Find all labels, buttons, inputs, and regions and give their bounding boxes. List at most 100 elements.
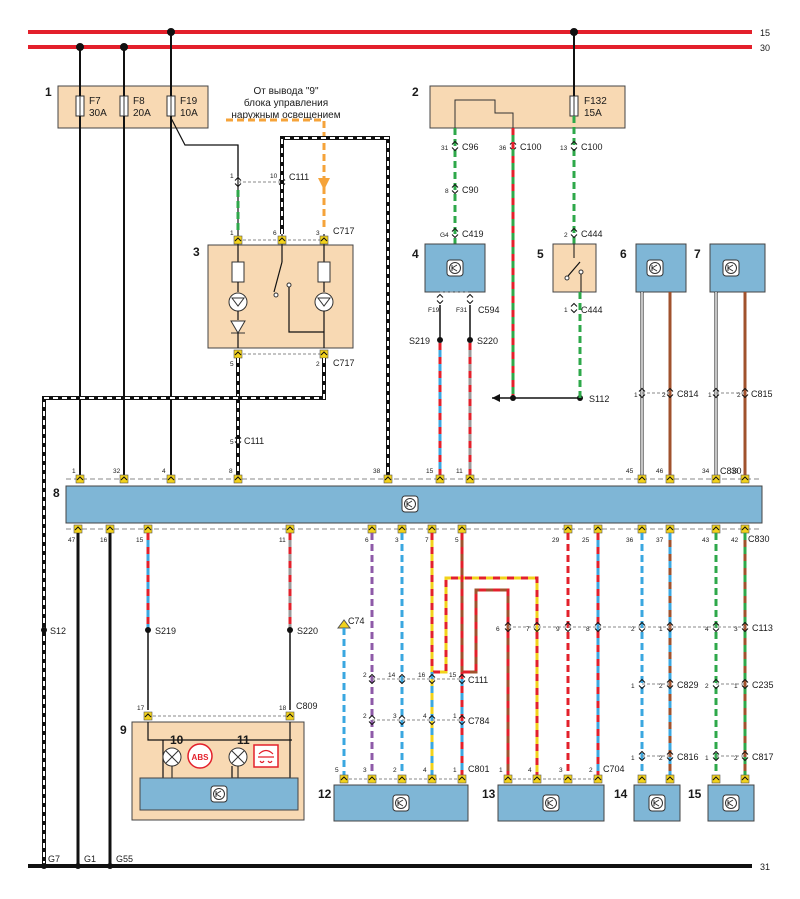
pin-label: 3 xyxy=(734,626,738,633)
relay-contact-icon xyxy=(454,99,514,128)
transistor-icon xyxy=(648,794,666,812)
connector-c111-top-label: C111 xyxy=(289,172,309,182)
pin-label: 10 xyxy=(270,173,278,180)
connector-c717: 1 6 3 C717 5 2 C717 xyxy=(230,226,355,368)
connector-c829-label: C829 xyxy=(677,680,699,690)
pin-label: 2 xyxy=(662,392,666,399)
pin-label: 2 xyxy=(316,361,320,368)
fuse-block-2-body xyxy=(429,85,626,129)
connector-c111-bottom-label: C111 xyxy=(468,675,488,685)
sensor-14: 14 xyxy=(614,774,681,822)
pin-label: 6 xyxy=(273,230,277,237)
fuse-f7-rating: 30A xyxy=(89,108,107,119)
fuse-f8-rating: 20A xyxy=(133,108,151,119)
connector-c717-top-label: C717 xyxy=(333,226,355,236)
pin-label: 14 xyxy=(388,672,396,679)
connector-c801-label: C801 xyxy=(468,764,490,774)
splice-s220-top-label: S220 xyxy=(477,336,498,346)
connector-c594-label: C594 xyxy=(478,305,500,315)
splice-s220-bottom-label: S220 xyxy=(297,626,318,636)
component-5-number: 5 xyxy=(537,247,544,261)
pin-label: 1 xyxy=(499,767,503,774)
orange-arrow-icon xyxy=(318,178,330,190)
power-rails: 15 30 31 xyxy=(28,28,770,872)
pin-label: 11 xyxy=(279,537,286,544)
pin-label: 2 xyxy=(737,392,741,399)
component-13-number: 13 xyxy=(482,787,496,801)
pin-label: 16 xyxy=(100,537,108,544)
pin-label: 1 xyxy=(72,468,76,475)
connector-c90-label: C90 xyxy=(462,185,479,195)
diode-icon xyxy=(230,320,246,334)
switch-contact-icon xyxy=(273,261,283,293)
wires-to-module-12 xyxy=(370,533,747,779)
pin-label: 47 xyxy=(68,537,76,544)
pin-label: 5 xyxy=(335,767,339,774)
pin-label: 2 xyxy=(659,683,663,690)
connector-c100-b-label: C100 xyxy=(581,142,603,152)
pin-label: 38 xyxy=(373,468,381,475)
connector-c809-label: C809 xyxy=(296,701,318,711)
pin-label: F19 xyxy=(428,307,440,314)
pin-label: 1 xyxy=(631,683,635,690)
connector-c817: 1 2 C817 xyxy=(705,751,774,762)
connector-c830-top-label: C830 xyxy=(720,466,742,476)
pin-label: 2 xyxy=(564,232,568,239)
external-source-note: От вывода "9" блока управления наружным … xyxy=(226,86,341,230)
transistor-icon xyxy=(210,785,228,803)
sensor-7: 7 1 2 C815 xyxy=(694,243,773,479)
pin-label: 25 xyxy=(582,537,590,544)
pin-label: 6 xyxy=(365,537,369,544)
pin-label: 3 xyxy=(559,767,563,774)
fuse-f19-name: F19 xyxy=(180,96,198,107)
pin-label: 1 xyxy=(230,173,234,180)
ground-g7-label: G7 xyxy=(48,854,60,864)
pin-label: 18 xyxy=(279,705,287,712)
pin-label: 8 xyxy=(229,468,233,475)
connector-c784: 2 3 4 1 C784 xyxy=(363,713,490,726)
pin-label: 15 xyxy=(449,672,457,679)
transistor-icon xyxy=(722,259,740,277)
pin-label: 15 xyxy=(136,537,144,544)
resistor-right-icon xyxy=(317,261,331,283)
pin-label: 16 xyxy=(418,672,426,679)
fuse-block-1: 1 F7 30A F8 20A F19 10A xyxy=(45,85,209,129)
ground-wires xyxy=(41,533,113,869)
rail-15-label: 15 xyxy=(760,28,770,38)
pin-label: 17 xyxy=(137,705,145,712)
module-12: 5 3 2 4 1 C801 12 xyxy=(318,764,490,822)
switch-5-contact-icon xyxy=(567,261,581,277)
connector-c111-mid-label: C111 xyxy=(244,436,264,446)
pin-label: 4 xyxy=(423,767,427,774)
fuse-f8-name: F8 xyxy=(133,96,145,107)
pin-label: 3 xyxy=(363,767,367,774)
pin-label: G4 xyxy=(440,232,449,239)
component-4-number: 4 xyxy=(412,247,419,261)
led-right-icon xyxy=(314,292,334,312)
splice-s219-top-label: S219 xyxy=(409,336,430,346)
pin-label: 3 xyxy=(316,230,320,237)
fuse-f19-rating: 10A xyxy=(180,108,198,119)
sensor-6: 6 1 2 C814 xyxy=(620,243,699,479)
pin-label: 5 xyxy=(455,537,459,544)
fuse-f7-name: F7 xyxy=(89,96,101,107)
pin-label: 5 xyxy=(230,439,234,446)
pin-label: 2 xyxy=(363,672,367,679)
connector-c74: C74 xyxy=(337,616,365,779)
pin-label: 36 xyxy=(499,145,507,152)
pin-label: 2 xyxy=(589,767,593,774)
pin-label: 1 xyxy=(453,713,457,720)
switch-5: 13 C100 2 C444 5 1 C444 xyxy=(537,116,603,398)
pin-label: F31 xyxy=(456,307,468,314)
pin-label: 3 xyxy=(393,713,397,720)
transistor-icon xyxy=(542,794,560,812)
connector-c113: 6 7 9 8 2 1 4 3 C113 xyxy=(496,622,773,633)
sensor-4: 31 C96 8 C90 G4 C419 4 F19 F31 C594 S219… xyxy=(409,128,500,479)
pin-label: 45 xyxy=(626,468,634,475)
component-9-number: 9 xyxy=(120,723,127,737)
splice-s112-label: S112 xyxy=(589,394,609,404)
pin-label: 32 xyxy=(113,468,121,475)
component-6-number: 6 xyxy=(620,247,627,261)
component-15-number: 15 xyxy=(688,787,702,801)
pin-label: 2 xyxy=(659,755,663,762)
